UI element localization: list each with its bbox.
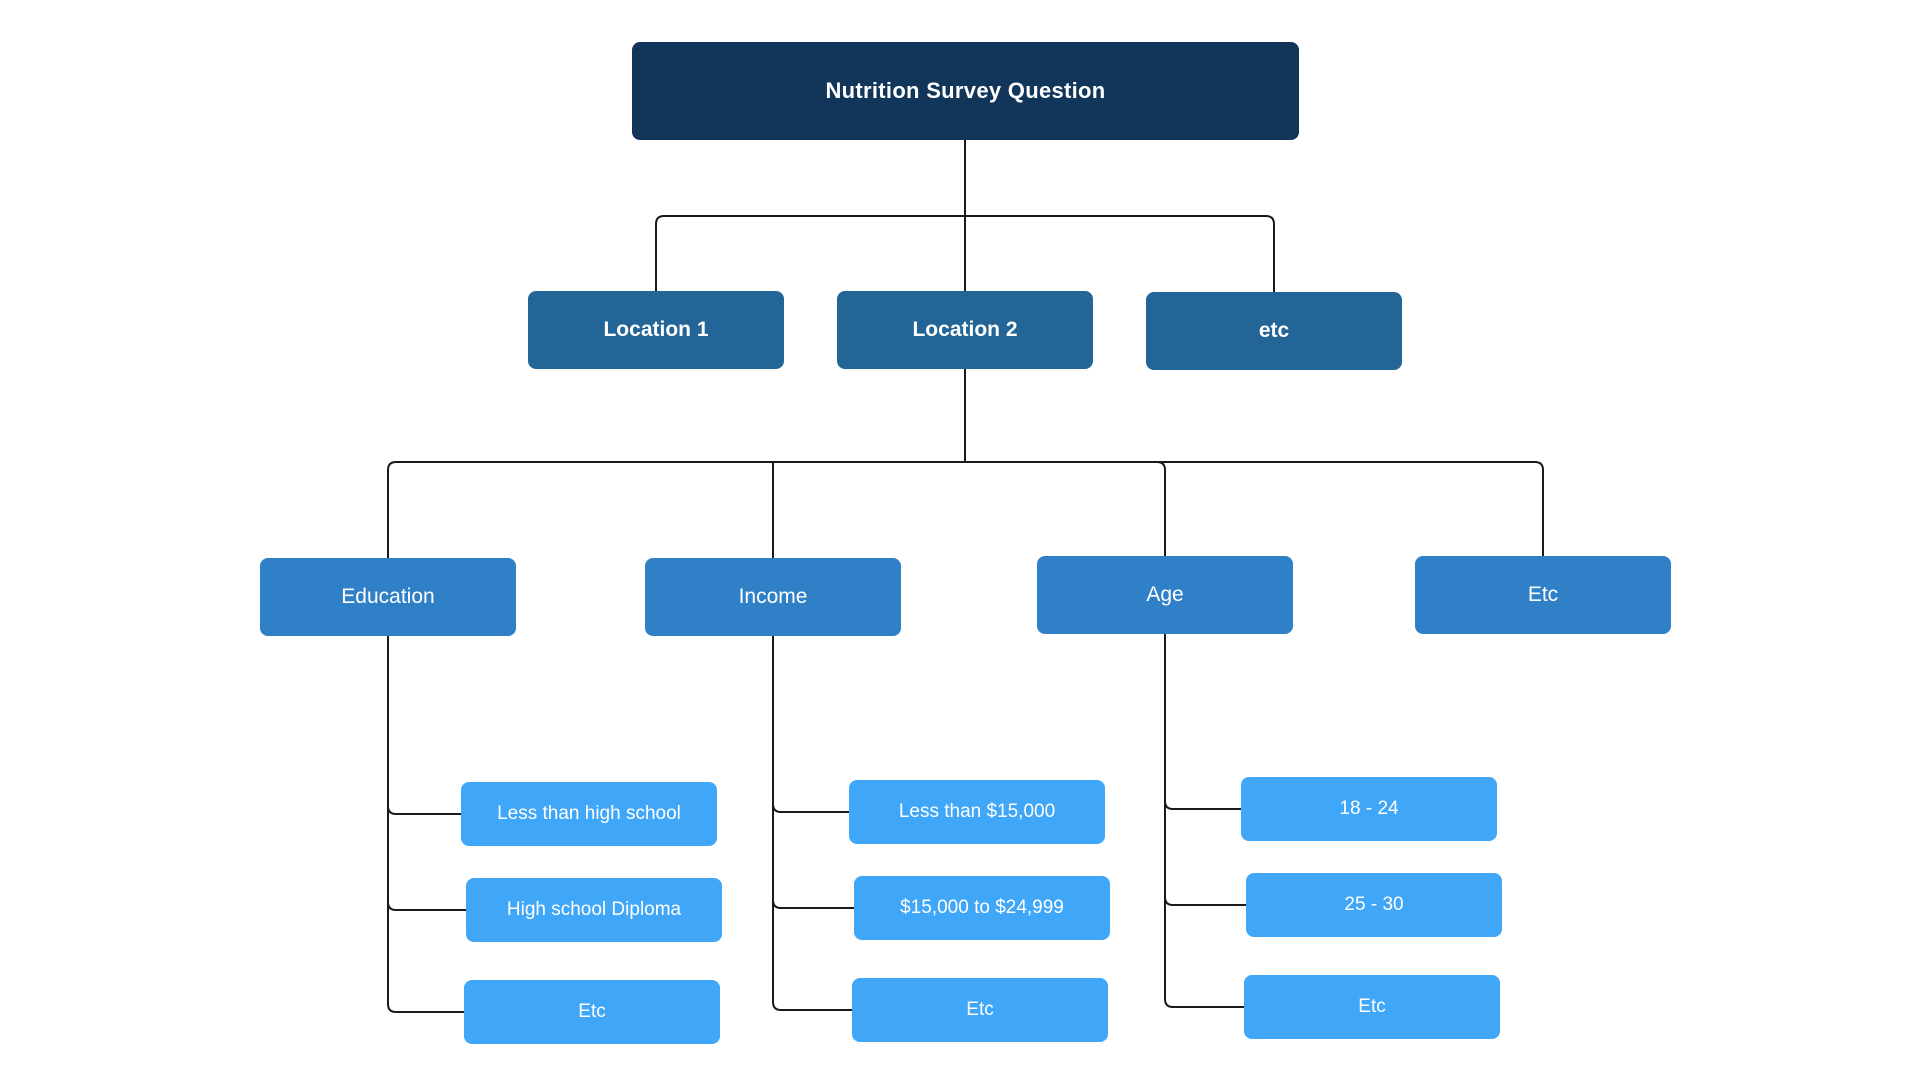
node-label: etc	[1258, 319, 1290, 342]
node-category-income[interactable]: Income	[645, 558, 901, 636]
node-age-18-24[interactable]: 18 - 24	[1241, 777, 1497, 841]
node-category-etc[interactable]: Etc	[1415, 556, 1671, 634]
node-label: Location 1	[603, 318, 709, 341]
node-label: Etc	[1358, 996, 1386, 1017]
node-age-etc[interactable]: Etc	[1244, 975, 1500, 1039]
connector-income-trunk	[772, 636, 852, 1011]
node-label: Etc	[966, 999, 994, 1020]
node-label: Etc	[1527, 583, 1559, 606]
node-age-25-30[interactable]: 25 - 30	[1246, 873, 1502, 937]
connector-loc2-etc	[965, 461, 1544, 556]
node-location-etc[interactable]: etc	[1146, 292, 1402, 370]
node-education-less-than-high-school[interactable]: Less than high school	[461, 782, 717, 846]
node-label: Less than high school	[497, 803, 681, 824]
node-label: $15,000 to $24,999	[900, 897, 1064, 918]
node-location-2[interactable]: Location 2	[837, 291, 1093, 369]
node-label: Age	[1146, 583, 1184, 606]
node-education-etc[interactable]: Etc	[464, 980, 720, 1044]
connector-education-opt1	[387, 805, 461, 815]
node-income-etc[interactable]: Etc	[852, 978, 1108, 1042]
node-label: 18 - 24	[1339, 798, 1399, 819]
connector-income-opt2	[772, 899, 854, 909]
connector-loc2-age	[965, 461, 1166, 556]
connector-education-opt2	[387, 901, 466, 911]
node-label: Etc	[578, 1001, 606, 1022]
node-label: Location 2	[912, 318, 1018, 341]
connector-loc2-education	[387, 461, 965, 558]
connector-age-opt1	[1164, 800, 1241, 810]
node-root-nutrition-survey-question[interactable]: Nutrition Survey Question	[632, 42, 1299, 140]
node-category-education[interactable]: Education	[260, 558, 516, 636]
connector-age-opt2	[1164, 896, 1246, 906]
node-location-1[interactable]: Location 1	[528, 291, 784, 369]
connector-income-opt1	[772, 803, 849, 813]
node-label: High school Diploma	[506, 899, 682, 920]
node-label: 25 - 30	[1344, 894, 1404, 915]
connector-root-etc	[965, 215, 1275, 292]
node-label: Nutrition Survey Question	[825, 78, 1106, 103]
connector-root-loc1	[655, 215, 965, 291]
node-income-15000-to-24999[interactable]: $15,000 to $24,999	[854, 876, 1110, 940]
node-category-age[interactable]: Age	[1037, 556, 1293, 634]
connector-education-trunk	[387, 636, 464, 1013]
node-label: Income	[738, 585, 808, 608]
connector-age-trunk	[1164, 634, 1244, 1008]
node-label: Less than $15,000	[898, 801, 1056, 822]
node-education-high-school-diploma[interactable]: High school Diploma	[466, 878, 722, 942]
node-label: Education	[341, 585, 435, 608]
node-income-less-than-15000[interactable]: Less than $15,000	[849, 780, 1105, 844]
